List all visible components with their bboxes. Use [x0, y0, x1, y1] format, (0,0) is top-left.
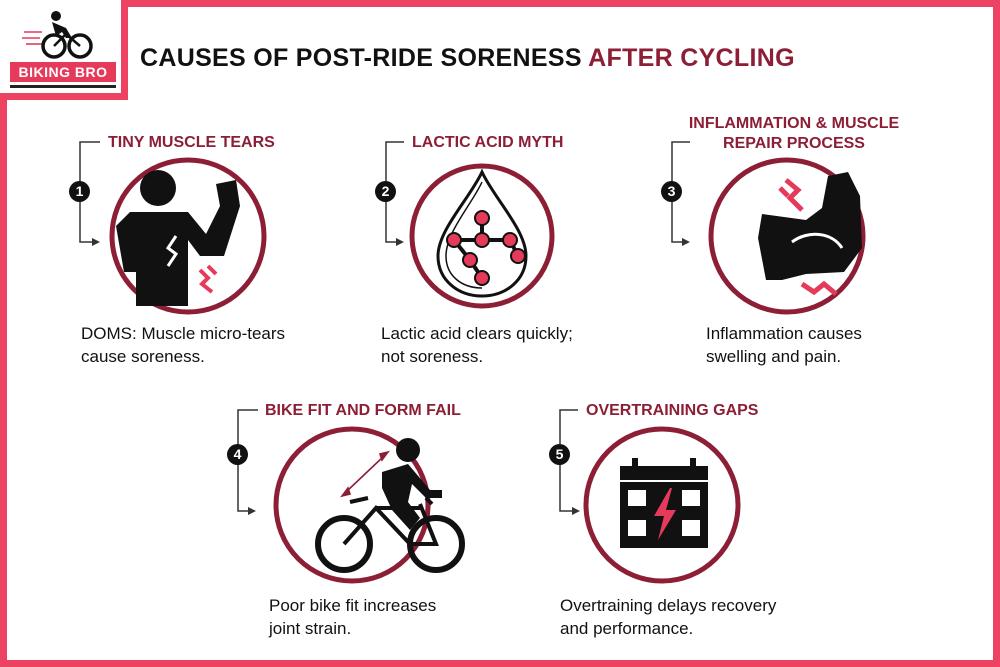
heading-lactic-acid-myth: LACTIC ACID MYTH	[412, 134, 564, 151]
cyclist-logo-icon	[22, 11, 93, 59]
heading-tiny-muscle-tears: TINY MUSCLE TEARS	[108, 134, 275, 151]
step-number-1: 1	[69, 181, 90, 202]
desc-line: cause soreness.	[81, 347, 205, 366]
desc-line: Overtraining delays recovery	[560, 596, 777, 615]
cyclist-icon	[315, 438, 465, 573]
title-main: CAUSES OF POST-RIDE SORENESS	[140, 44, 582, 72]
logo[interactable]: BIKING BRO	[0, 0, 128, 100]
brand-name: BIKING BRO	[10, 62, 116, 82]
heading-inflammation-line2: REPAIR PROCESS	[723, 135, 865, 152]
heading-inflammation-line1: INFLAMMATION & MUSCLE	[688, 115, 900, 132]
step-number-5: 5	[549, 444, 570, 465]
desc-lactic-acid-myth: Lactic acid clears quickly; not soreness…	[381, 322, 573, 368]
heading-bike-fit: BIKE FIT AND FORM FAIL	[265, 402, 461, 419]
desc-line: not soreness.	[381, 347, 484, 366]
molecule-drop-icon	[436, 168, 528, 298]
desc-bike-fit: Poor bike fit increases joint strain.	[269, 594, 436, 640]
desc-line: DOMS: Muscle micro-tears	[81, 324, 286, 343]
desc-overtraining: Overtraining delays recovery and perform…	[560, 594, 776, 640]
step-number-2: 2	[375, 181, 396, 202]
heading-overtraining: OVERTRAINING GAPS	[586, 402, 759, 419]
desc-line: joint strain.	[269, 619, 352, 638]
flexed-arm-icon	[758, 172, 862, 296]
desc-inflammation: Inflammation causes swelling and pain.	[706, 322, 862, 368]
brand-underline	[10, 85, 116, 88]
step-number-4: 4	[227, 444, 248, 465]
title-accent: AFTER CYCLING	[588, 44, 795, 72]
page-title: CAUSES OF POST-RIDE SORENESS AFTER CYCLI…	[140, 44, 795, 73]
flexing-person-icon	[116, 170, 240, 306]
desc-line: Poor bike fit increases	[269, 596, 437, 615]
desc-line: Lactic acid clears quickly;	[381, 324, 573, 343]
calendar-bolt-icon	[620, 458, 708, 548]
heading-inflammation: INFLAMMATION & MUSCLE REPAIR PROCESS	[674, 114, 914, 154]
step-number-3: 3	[661, 181, 682, 202]
desc-line: swelling and pain.	[706, 347, 842, 366]
icon-circle-4	[273, 426, 431, 584]
desc-line: and performance.	[560, 619, 694, 638]
desc-line: Inflammation causes	[706, 324, 862, 343]
desc-tiny-muscle-tears: DOMS: Muscle micro-tears cause soreness.	[81, 322, 285, 368]
